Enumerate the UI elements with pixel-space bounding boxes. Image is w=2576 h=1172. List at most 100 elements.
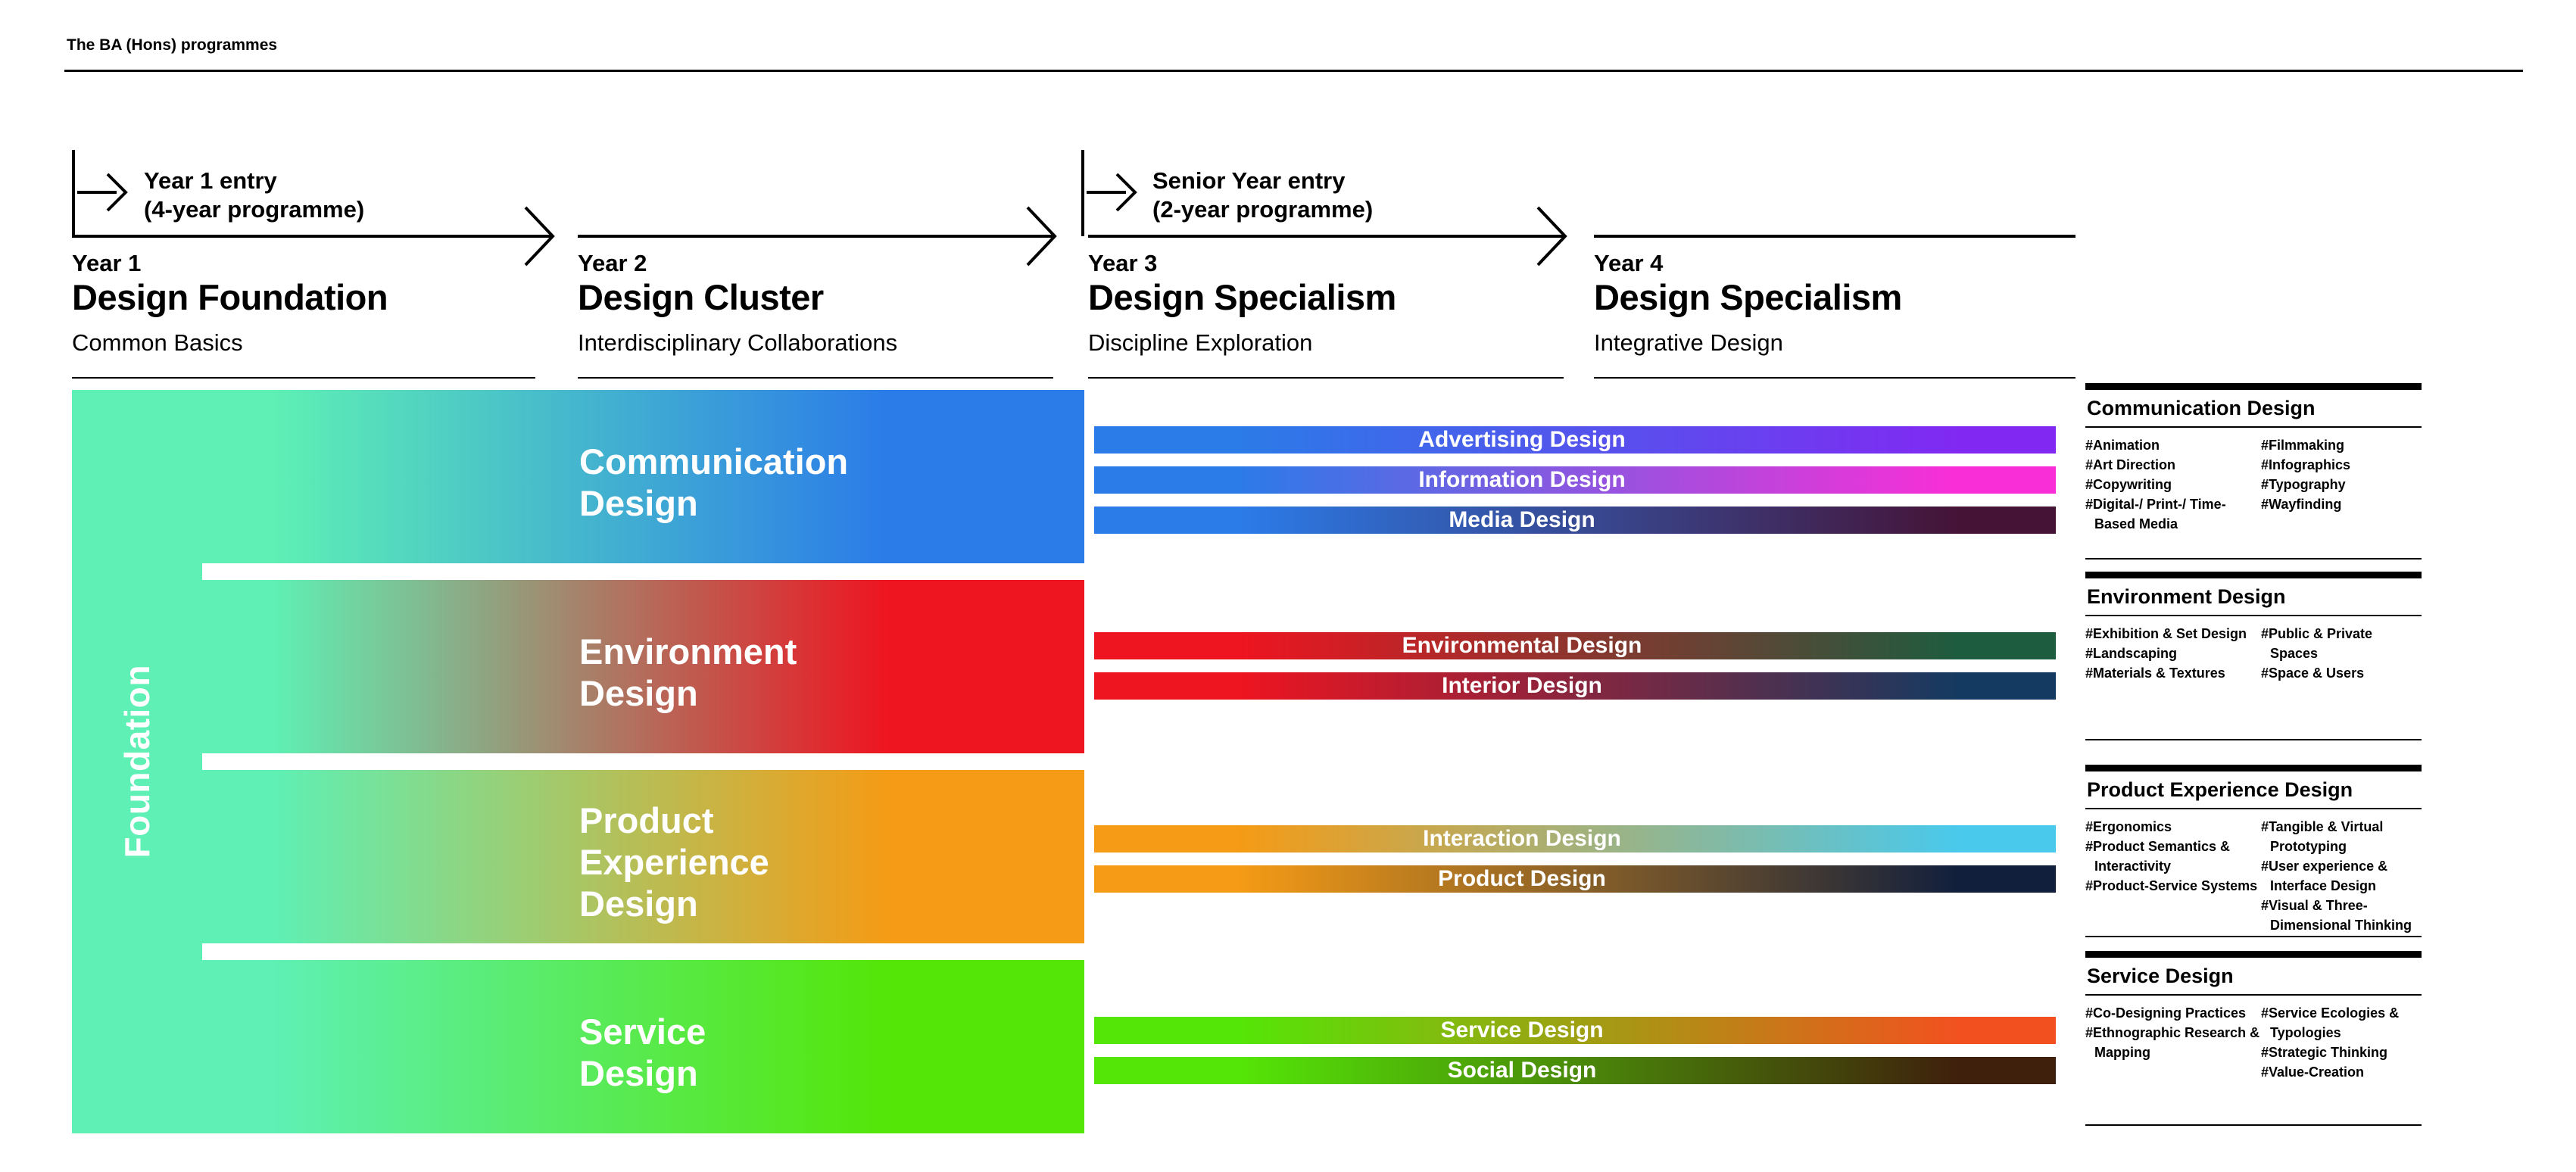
senior-entry-label: Senior Year entry (2-year programme) (1152, 167, 1373, 224)
column-subtitle: Common Basics (72, 329, 243, 356)
column-subtitle: Integrative Design (1594, 329, 1783, 356)
list-item: #Tangible & Virtual Prototyping (2261, 819, 2384, 854)
panel-tags-right: #Service Ecologies & Typologies #Strategi… (2261, 1003, 2422, 1082)
list-item: #Strategic Thinking (2261, 1045, 2388, 1060)
panel-title: Product Experience Design (2085, 771, 2422, 809)
column-underline (578, 377, 1053, 379)
entry-label-line: (4-year programme) (144, 196, 365, 223)
page-title: The BA (Hons) programmes (67, 36, 278, 54)
panel-tags-left: #Co-Designing Practices #Ethnographic Res… (2085, 1003, 2261, 1082)
panel-product-experience-design: Product Experience Design #Ergonomics #Pr… (2085, 765, 2422, 937)
column-title: Design Specialism (1594, 277, 1902, 317)
panel-tags: #Animation#Art Direction#Copywriting#Dig… (2085, 428, 2422, 534)
list-item: Design (579, 1052, 698, 1093)
entry-label-line: Year 1 entry (144, 167, 277, 194)
panel-environment-design: Environment Design #Exhibition & Set Des… (2085, 572, 2422, 740)
list-item: #Art Direction (2085, 457, 2176, 472)
list-item: #Product Semantics & Interactivity (2085, 839, 2231, 874)
list-item: #Typography (2261, 477, 2346, 492)
specialism-bar-information-design: Information Design (1094, 466, 2056, 494)
specialism-bar-label: Social Design (1447, 1058, 1597, 1083)
list-item: #Infographics (2261, 457, 2351, 472)
list-item: #Product-Service Systems (2085, 878, 2258, 893)
list-item: Design (579, 884, 698, 924)
column-title: Design Cluster (578, 277, 824, 317)
column-header-year3: Year 3 Design Specialism Discipline Expl… (1088, 250, 1564, 357)
column-subtitle: Interdisciplinary Collaborations (578, 329, 898, 356)
list-item: Design (579, 482, 698, 523)
column-subtitle: Discipline Exploration (1088, 329, 1313, 356)
specialism-bar-interior-design: Interior Design (1094, 672, 2056, 700)
specialism-bar-interaction-design: Interaction Design (1094, 825, 2056, 853)
specialism-bar-environmental-design: Environmental Design (1094, 632, 2056, 659)
specialism-bar-label: Environmental Design (1402, 633, 1642, 658)
specialism-bar-product-design: Product Design (1094, 865, 2056, 893)
timeline-arrow-year3 (1088, 206, 1567, 267)
list-item: Design (579, 672, 698, 713)
column-year: Year 1 (72, 250, 142, 276)
column-underline (72, 377, 535, 379)
entry-label-line: Senior Year entry (1152, 167, 1346, 194)
column-header-year2: Year 2 Design Cluster Interdisciplinary … (578, 250, 1053, 357)
panel-tags-right: #Tangible & Virtual Prototyping #User exp… (2261, 817, 2422, 935)
panel-communication-design: Communication Design #Animation#Art Dire… (2085, 383, 2422, 560)
column-header-year1: Year 1 Design Foundation Common Basics (72, 250, 535, 357)
panel-tags: #Ergonomics #Product Semantics & Interact… (2085, 809, 2422, 935)
list-item: #Co-Designing Practices (2085, 1005, 2247, 1021)
panel-tags-right: #Filmmaking#Infographics#Typography#Wayf… (2261, 435, 2422, 534)
list-item: Experience (579, 842, 769, 882)
list-item: #Ergonomics (2085, 819, 2172, 834)
column-underline (1088, 377, 1564, 379)
specialism-bar-label: Service Design (1440, 1018, 1604, 1043)
column-year: Year 4 (1594, 250, 1664, 276)
header-rule (64, 70, 2523, 72)
specialism-bar-label: Media Design (1449, 507, 1595, 532)
panel-tags: #Exhibition & Set Design#Landscaping#Mat… (2085, 616, 2422, 683)
list-item: #Ethnographic Research & Mapping (2085, 1025, 2260, 1060)
timeline-arrow-year1 (72, 206, 555, 267)
year1-entry-arrow-icon (77, 173, 128, 212)
column-underline (1594, 377, 2075, 379)
specialism-bar-service-design: Service Design (1094, 1017, 2056, 1044)
list-item: #Value-Creation (2261, 1064, 2365, 1080)
list-item: #Space & Users (2261, 665, 2365, 681)
list-item: #Exhibition & Set Design (2085, 626, 2247, 641)
list-item: #Filmmaking (2261, 438, 2345, 453)
list-item: Service (579, 1011, 706, 1052)
specialism-bar-label: Information Design (1418, 467, 1626, 492)
column-year: Year 2 (578, 250, 647, 276)
timeline-line-year4 (1594, 235, 2075, 238)
list-item: #Materials & Textures (2085, 665, 2225, 681)
panel-tags-left: #Ergonomics #Product Semantics & Interact… (2085, 817, 2261, 935)
panel-title: Service Design (2085, 958, 2422, 996)
list-item: Product (579, 800, 714, 840)
panel-tags-right: #Public & Private Spaces #Space & Users (2261, 624, 2422, 683)
panel-service-design: Service Design #Co-Designing Practices #E… (2085, 951, 2422, 1126)
column-header-year4: Year 4 Design Specialism Integrative Des… (1594, 250, 2075, 357)
list-item: #Digital-/ Print-/ Time-Based Media (2085, 497, 2226, 531)
list-item: #User experience & Interface Design (2261, 859, 2388, 893)
specialism-bar-label: Interior Design (1442, 673, 1602, 698)
specialism-bar-label: Advertising Design (1418, 427, 1626, 452)
list-item: #Public & Private Spaces (2261, 626, 2373, 661)
list-item: #Animation (2085, 438, 2160, 453)
specialism-bar-label: Product Design (1438, 866, 1606, 891)
specialism-bar-media-design: Media Design (1094, 507, 2056, 534)
foundation-label: Foundation (117, 665, 157, 859)
list-item: #Service Ecologies & Typologies (2261, 1005, 2400, 1040)
list-item: Communication (579, 441, 849, 482)
year1-entry-label: Year 1 entry (4-year programme) (144, 167, 364, 224)
senior-entry-bracket-line (1081, 150, 1084, 236)
specialism-bar-advertising-design: Advertising Design (1094, 426, 2056, 454)
panel-title: Environment Design (2085, 578, 2422, 616)
year1-entry-bracket-line (72, 150, 75, 236)
specialism-bar-social-design: Social Design (1094, 1057, 2056, 1084)
panel-tags-left: #Animation#Art Direction#Copywriting#Dig… (2085, 435, 2261, 534)
